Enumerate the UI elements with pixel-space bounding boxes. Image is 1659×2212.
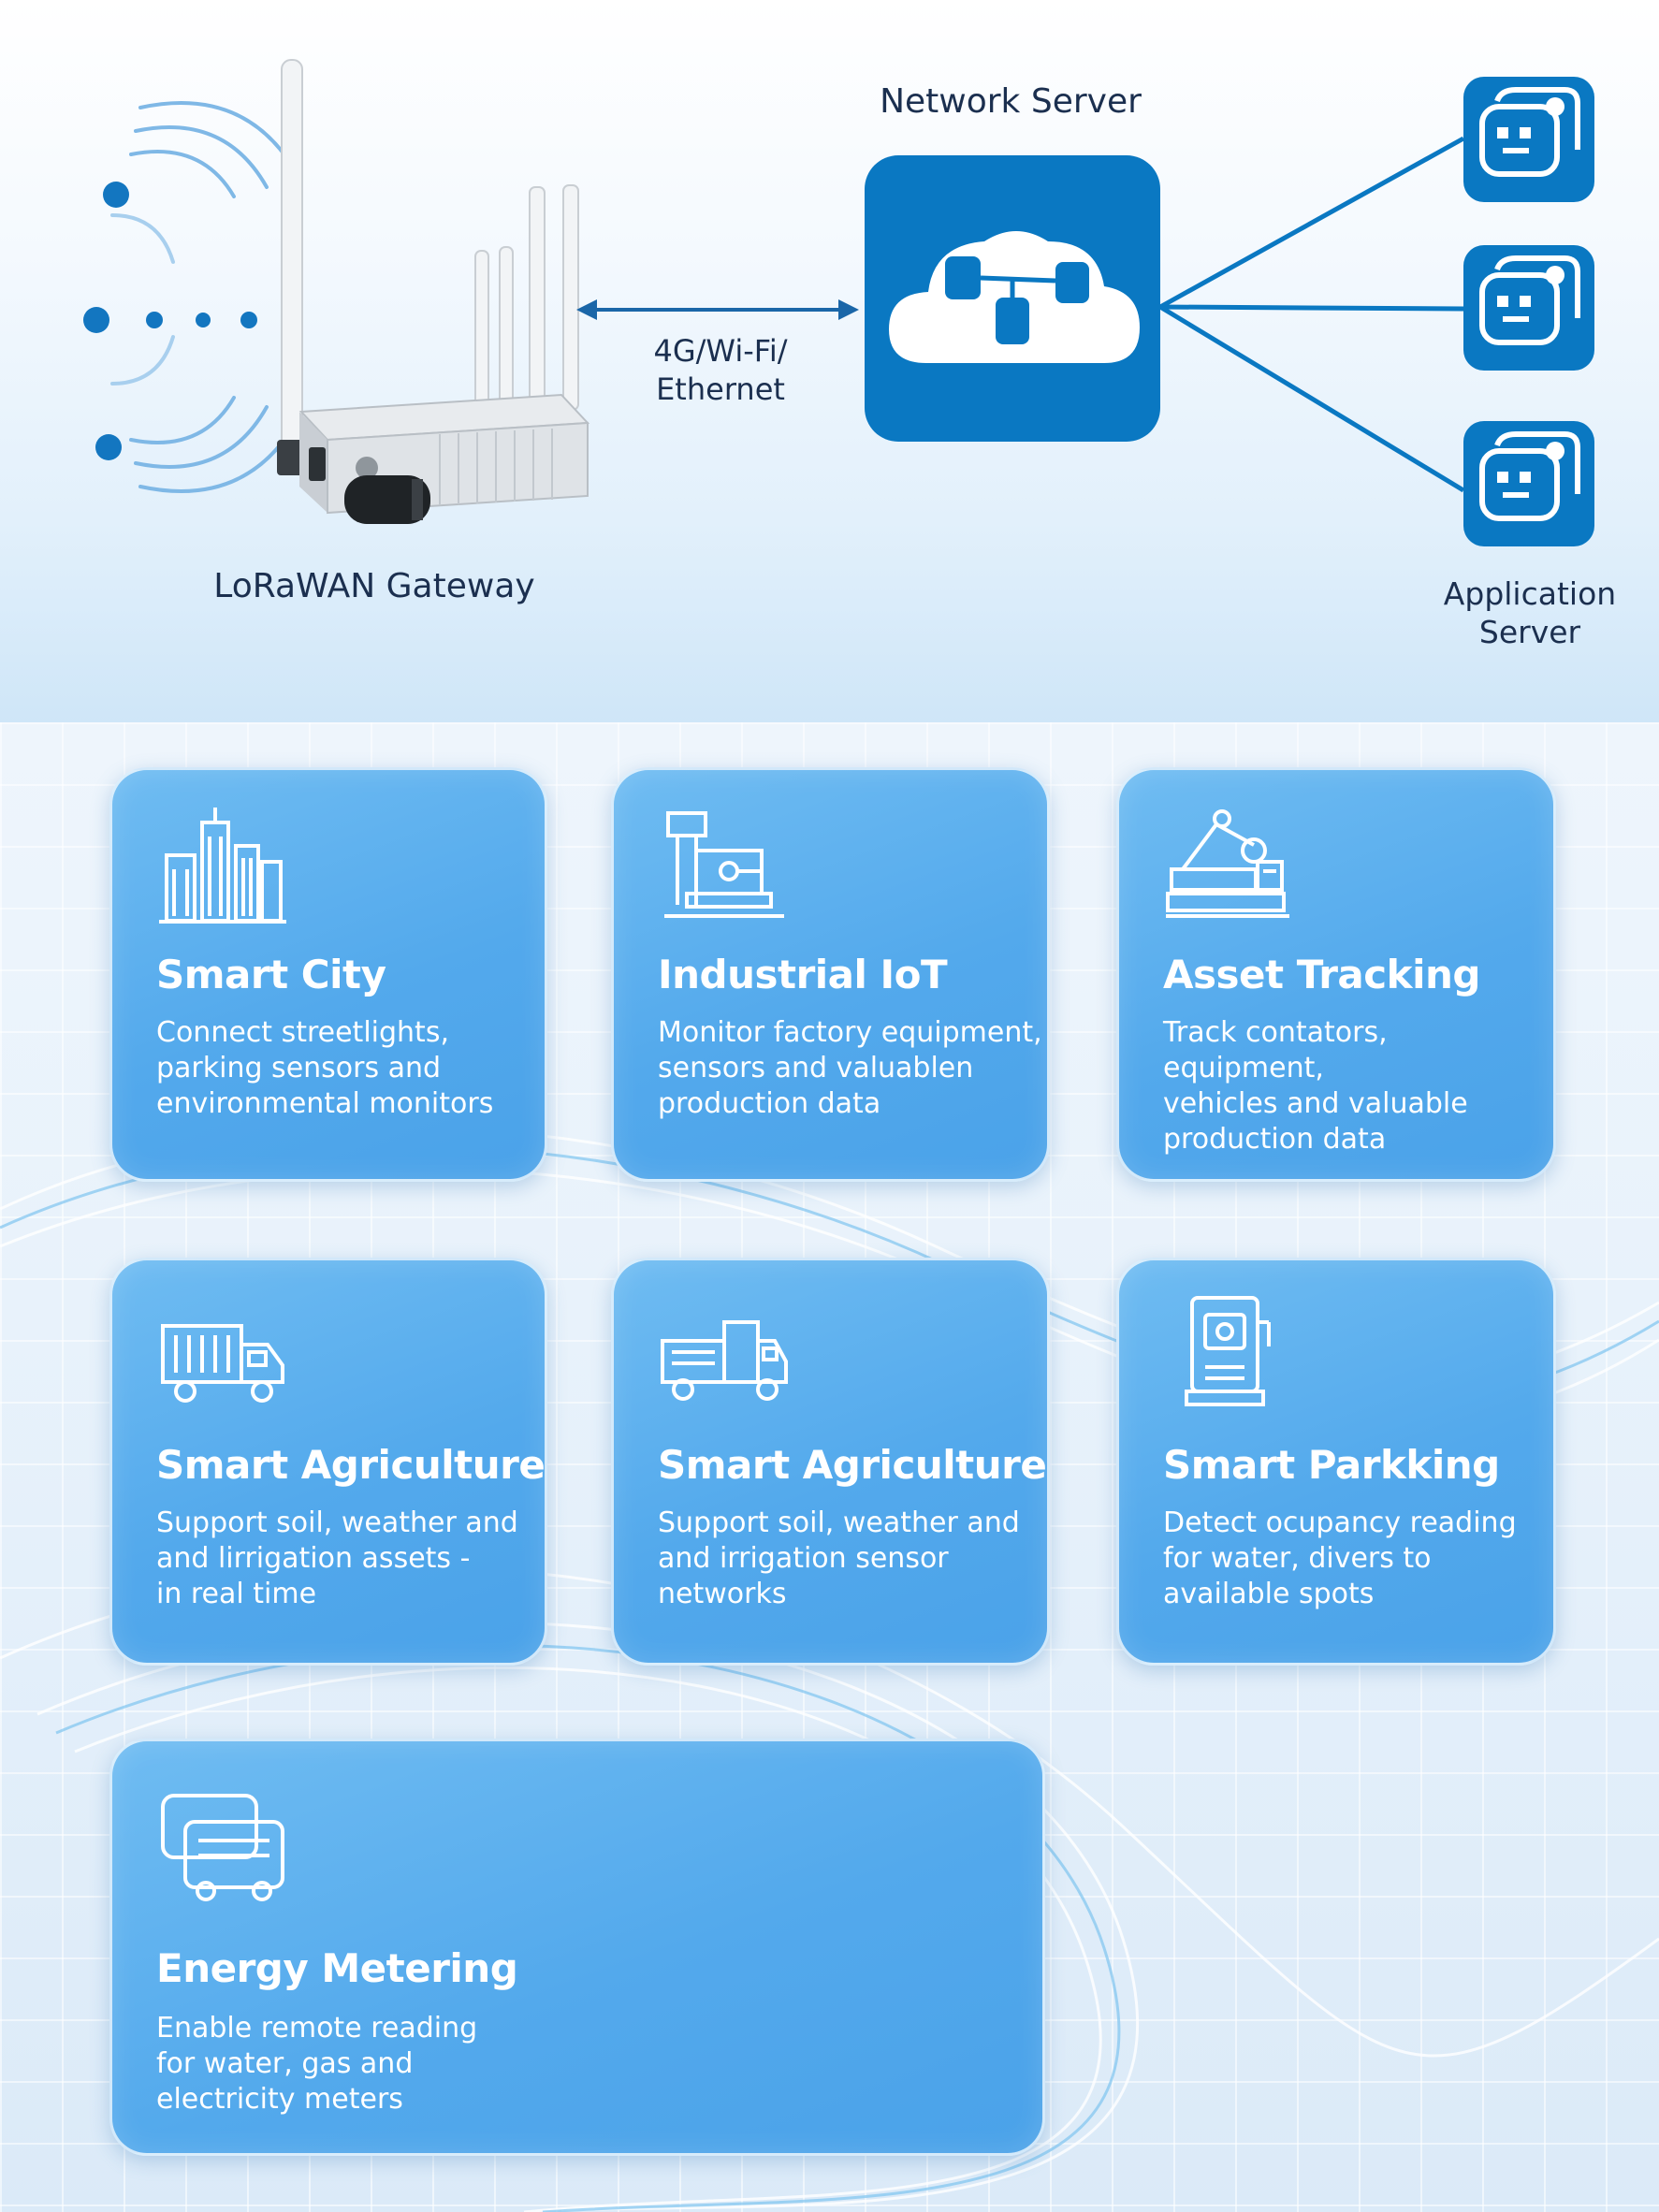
card-title: Energy Metering [156,1945,518,1991]
signal-waves-icon [110,101,301,493]
city-buildings-icon [159,808,286,924]
use-case-card-smart-agriculture-1: Smart Agriculture Support soil, weather … [109,1258,547,1666]
card-description: Enable remote reading for water, gas and… [156,2012,478,2116]
meter-vehicle-icon [161,1794,284,1901]
card-description: Track contators, equipment, vehicles and… [1163,1016,1468,1156]
use-case-card-asset-tracking: Asset Tracking Track contators, equipmen… [1116,767,1556,1182]
card-title: Smart City [156,952,386,997]
card-description: Detect ocupancy reading for water, diver… [1163,1506,1517,1610]
app-server-links [1158,136,1465,493]
network-server-label: Network Server [880,82,1142,121]
architecture-diagram: Network Server 4G/Wi-Fi/ Ethernet LoRaWA… [0,0,1659,722]
gateway-device-icon [277,59,590,524]
app-server-icon-1 [1463,77,1594,202]
use-case-section: Smart City Connect streetlights, parking… [0,722,1659,2212]
gateway-label: LoRaWAN Gateway [213,567,535,605]
use-case-card-smart-agriculture-2: Smart Agriculture Support soil, weather … [611,1258,1050,1666]
use-case-card-smart-parking: Smart Parkking Detect ocupancy reading f… [1116,1258,1556,1666]
app-server-icon-2 [1463,245,1594,371]
robot-arm-icon [1166,809,1289,918]
delivery-truck-icon [661,1320,788,1401]
link-type-label: 4G/Wi-Fi/ Ethernet [653,333,788,407]
card-title: Smart Agriculture [156,1442,546,1488]
use-case-card-smart-city: Smart City Connect streetlights, parking… [109,767,547,1182]
network-server-icon [865,155,1160,442]
card-description: Connect streetlights, parking sensors an… [156,1016,494,1120]
use-case-card-industrial-iot: Industrial IoT Monitor factory equipment… [611,767,1050,1182]
factory-machine-icon [664,811,784,918]
card-description: Support soil, weather and and lirrigatio… [156,1506,518,1610]
application-server-label: Application Server [1443,575,1617,650]
card-title: Industrial IoT [658,952,948,997]
architecture-graphic [83,59,1594,546]
app-server-icon-3 [1463,421,1594,546]
use-case-card-energy-metering: Energy Metering Enable remote reading fo… [109,1739,1045,2156]
card-description: Support soil, weather and and irrigation… [658,1506,1020,1610]
card-title: Asset Tracking [1163,952,1480,997]
truck-icon [161,1324,284,1403]
card-description: Monitor factory equipment, sensors and v… [658,1016,1042,1120]
card-title: Smart Parkking [1163,1442,1500,1488]
signal-dots [83,182,257,460]
card-title: Smart Agriculture [658,1442,1047,1488]
link-arrow [576,299,859,320]
parking-meter-icon [1185,1296,1271,1406]
